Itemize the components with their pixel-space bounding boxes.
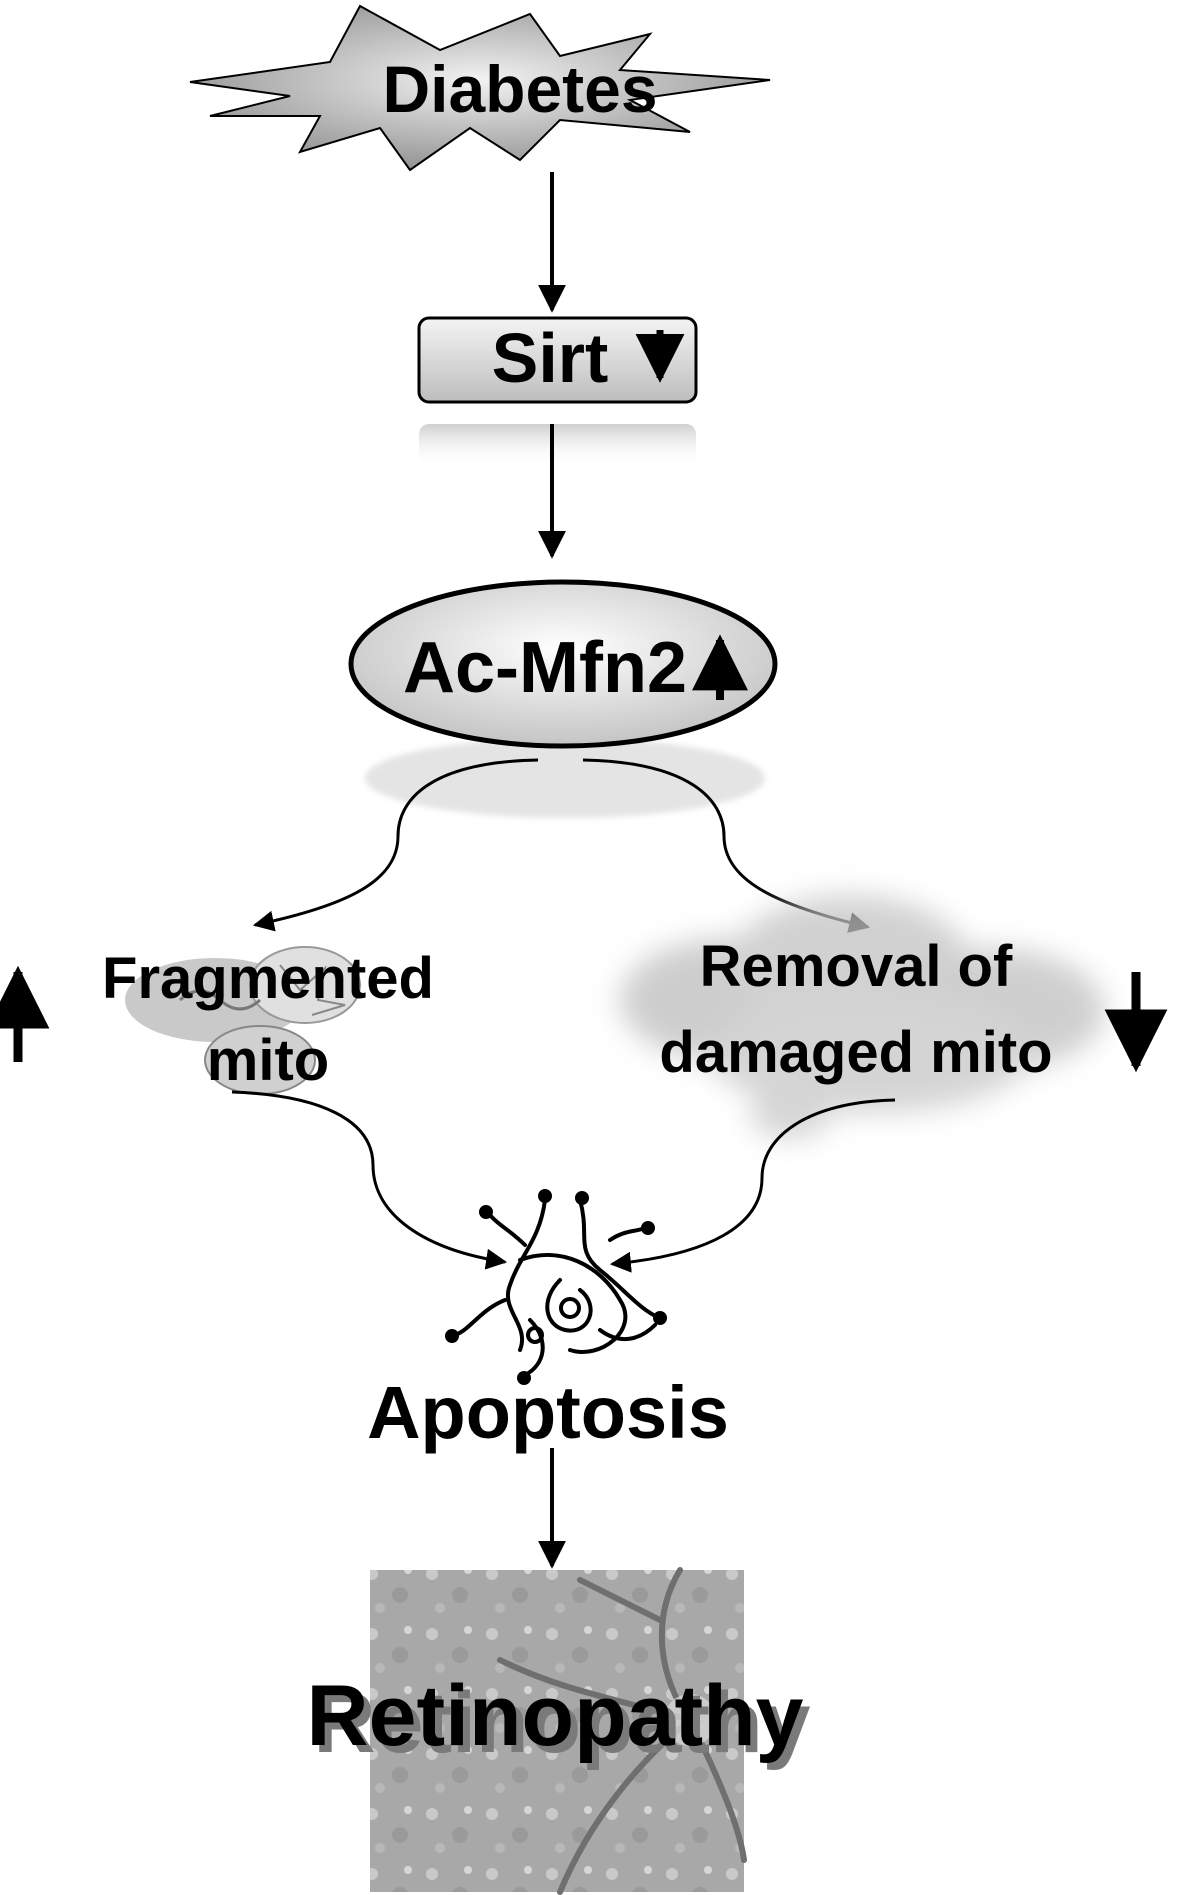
sirt-box: [417, 316, 698, 404]
mito-fragments-icon: [125, 946, 361, 1095]
retinopathy-label-shadow: Retinopathy: [314, 1675, 811, 1771]
removal-mito-node: Removal of damaged mito: [620, 895, 1168, 1139]
optic-disc: [664, 1694, 716, 1746]
sirt-label: Sirt: [492, 319, 609, 397]
sirt-reflection: [419, 424, 696, 468]
ac-mfn2-ellipse: [348, 579, 778, 749]
sirt-node: Sirt: [417, 316, 698, 468]
diabetes-node: Diabetes: [189, 4, 771, 172]
fragmented-line1: Fragmented: [102, 946, 434, 1011]
apoptotic-cell-icon: [445, 1189, 667, 1385]
ac-mfn2-node: Ac-Mfn2: [348, 579, 778, 818]
removal-line1: Removal of: [700, 934, 1013, 999]
arrow-removal-to-apoptosis: [609, 1098, 896, 1273]
starburst-shape: [189, 4, 771, 172]
ac-mfn2-label: Ac-Mfn2: [403, 628, 687, 708]
diabetes-label: Diabetes: [382, 52, 657, 126]
removal-line2: damaged mito: [659, 1020, 1052, 1085]
apoptosis-label: Apoptosis: [367, 1371, 729, 1454]
cloud-shape: [620, 895, 1105, 1139]
retinopathy-node: Retinopathy Retinopathy: [307, 1567, 811, 1895]
retinopathy-label: Retinopathy: [307, 1668, 804, 1764]
fragmented-line2: mito: [207, 1028, 329, 1093]
arrow-acmfn2-to-fragmented: [252, 758, 539, 932]
fragmented-mito-node: Fragmented mito: [0, 946, 434, 1095]
arrow-fragmented-to-apoptosis: [231, 1090, 508, 1270]
ac-mfn2-reflection: [365, 738, 765, 818]
